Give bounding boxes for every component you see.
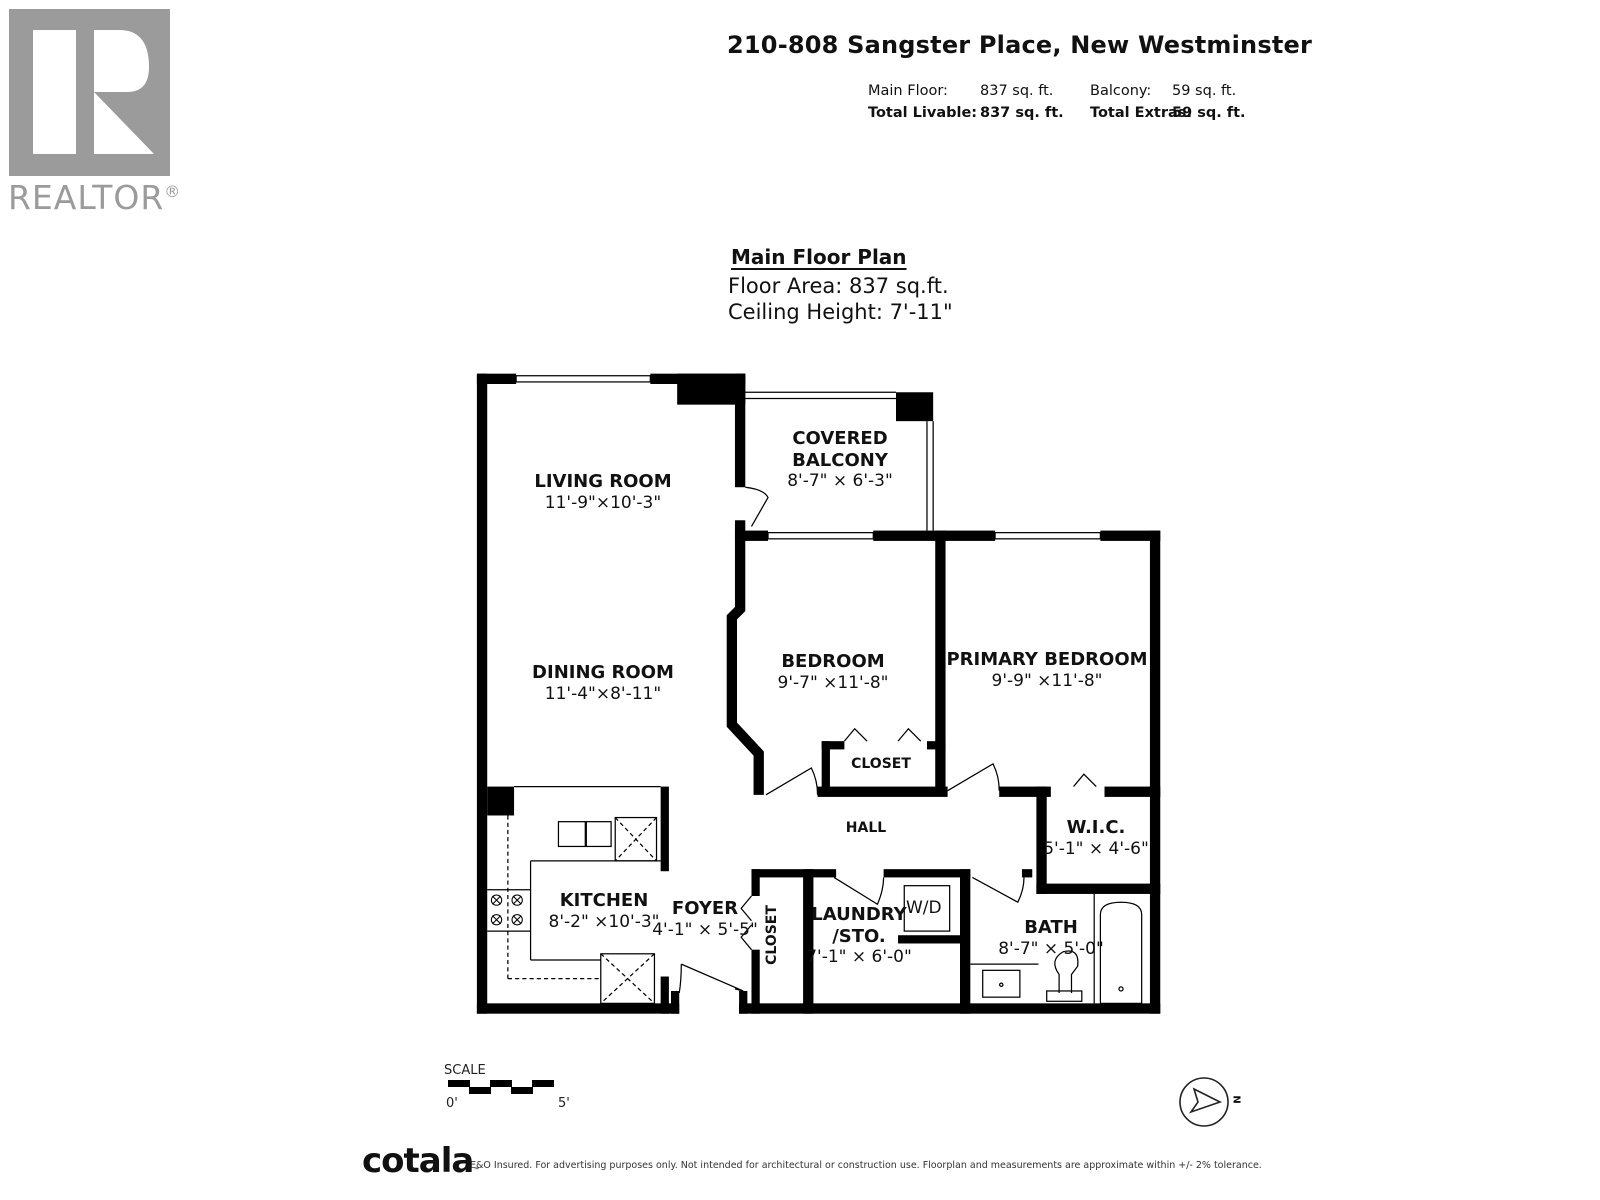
room-name-line2: BALCONY (792, 449, 888, 471)
room-name: BATH (1024, 917, 1078, 938)
room-name: CLOSET (764, 905, 780, 965)
scale-end: 5' (558, 1096, 570, 1111)
room-dims: 11'-9"×10'-3" (544, 492, 662, 513)
room-name-line2: /STO. (832, 925, 886, 947)
north-compass-icon (1179, 1077, 1229, 1127)
room-bedroom-closet: CLOSET (851, 756, 911, 773)
room-foyer: FOYER 4'-1" × 5'-5" (652, 898, 758, 940)
balcony-label: Balcony: (1090, 83, 1152, 99)
room-dims: 8'-7" × 5'-0" (998, 938, 1104, 959)
room-foyer-closet: CLOSET (764, 905, 780, 965)
room-dims: 9'-9" ×11'-8" (991, 670, 1103, 691)
room-name: HALL (845, 820, 887, 836)
floor-area: Floor Area: 837 sq.ft. (728, 274, 949, 298)
plan-title: Main Floor Plan (731, 245, 907, 269)
disclaimer-text: E&O Insured. For advertising purposes on… (470, 1160, 1262, 1171)
room-laundry: LAUNDRY /STO. 7'-1" × 6'-0" (806, 904, 912, 968)
room-name: LIVING ROOM (534, 471, 672, 492)
realtor-r-mark (9, 9, 170, 176)
room-name: BEDROOM (781, 651, 885, 672)
room-name: PRIMARY BEDROOM (946, 649, 1148, 670)
scale-start: 0' (446, 1096, 458, 1111)
total-extras-value: 59 sq. ft. (1172, 105, 1246, 121)
room-name: KITCHEN (559, 890, 649, 911)
room-name: W.I.C. (1066, 817, 1126, 838)
scale-bar-icon (448, 1080, 554, 1094)
cotala-wordmark: cotala (362, 1141, 474, 1181)
room-primary-bedroom: PRIMARY BEDROOM 9'-9" ×11'-8" (946, 649, 1147, 691)
north-label: N (1230, 1095, 1242, 1104)
room-dims: 8'-7" × 6'-3" (787, 471, 893, 492)
trademark-mark: ™ (473, 1167, 479, 1174)
walls (476, 373, 1161, 1014)
balcony-value: 59 sq. ft. (1172, 83, 1237, 99)
room-bath: BATH 8'-7" × 5'-0" (998, 917, 1104, 959)
cotala-logo: cotala™ (362, 1141, 479, 1181)
room-dims: 7'-1" × 6'-0" (806, 947, 912, 968)
room-name-line1: COVERED (792, 428, 888, 449)
property-address: 210-808 Sangster Place, New Westminster (727, 31, 1313, 59)
registered-mark: ® (164, 182, 182, 201)
realtor-text: REALTOR (8, 178, 165, 217)
room-dims: 5'-1" × 4'-6" (1043, 838, 1149, 859)
washer-dryer-label: W/D (906, 898, 942, 918)
ceiling-height: Ceiling Height: 7'-11" (728, 300, 953, 324)
total-extras-label: Total Extras: (1090, 105, 1193, 121)
main-floor-label: Main Floor: (868, 83, 948, 99)
total-livable-value: 837 sq. ft. (980, 105, 1064, 121)
room-name: CLOSET (851, 756, 911, 772)
room-dims: 11'-4"×8'-11" (544, 683, 662, 704)
room-hall: HALL (846, 820, 886, 837)
room-dims: 4'-1" × 5'-5" (652, 919, 758, 940)
room-name: DINING ROOM (532, 662, 674, 683)
room-name-line1: LAUNDRY (811, 904, 907, 925)
realtor-r-glyph-icon (33, 30, 154, 154)
room-bedroom: BEDROOM 9'-7" ×11'-8" (778, 651, 889, 693)
room-dining: DINING ROOM 11'-4"×8'-11" (532, 662, 674, 704)
room-dims: 8'-2" ×10'-3" (548, 911, 660, 932)
scale-label: SCALE (444, 1063, 486, 1078)
room-kitchen: KITCHEN 8'-2" ×10'-3" (549, 890, 660, 932)
room-name: FOYER (671, 898, 739, 919)
main-floor-value: 837 sq. ft. (980, 83, 1054, 99)
total-livable-label: Total Livable: (868, 105, 978, 121)
room-living: LIVING ROOM 11'-9"×10'-3" (534, 471, 671, 513)
windows-and-lines (487, 375, 1143, 1004)
room-dims: 9'-7" ×11'-8" (777, 672, 889, 693)
realtor-wordmark: REALTOR® (8, 178, 181, 217)
room-covered-balcony: COVERED BALCONY 8'-7" × 6'-3" (787, 428, 893, 492)
room-wic: W.I.C. 5'-1" × 4'-6" (1043, 817, 1149, 859)
